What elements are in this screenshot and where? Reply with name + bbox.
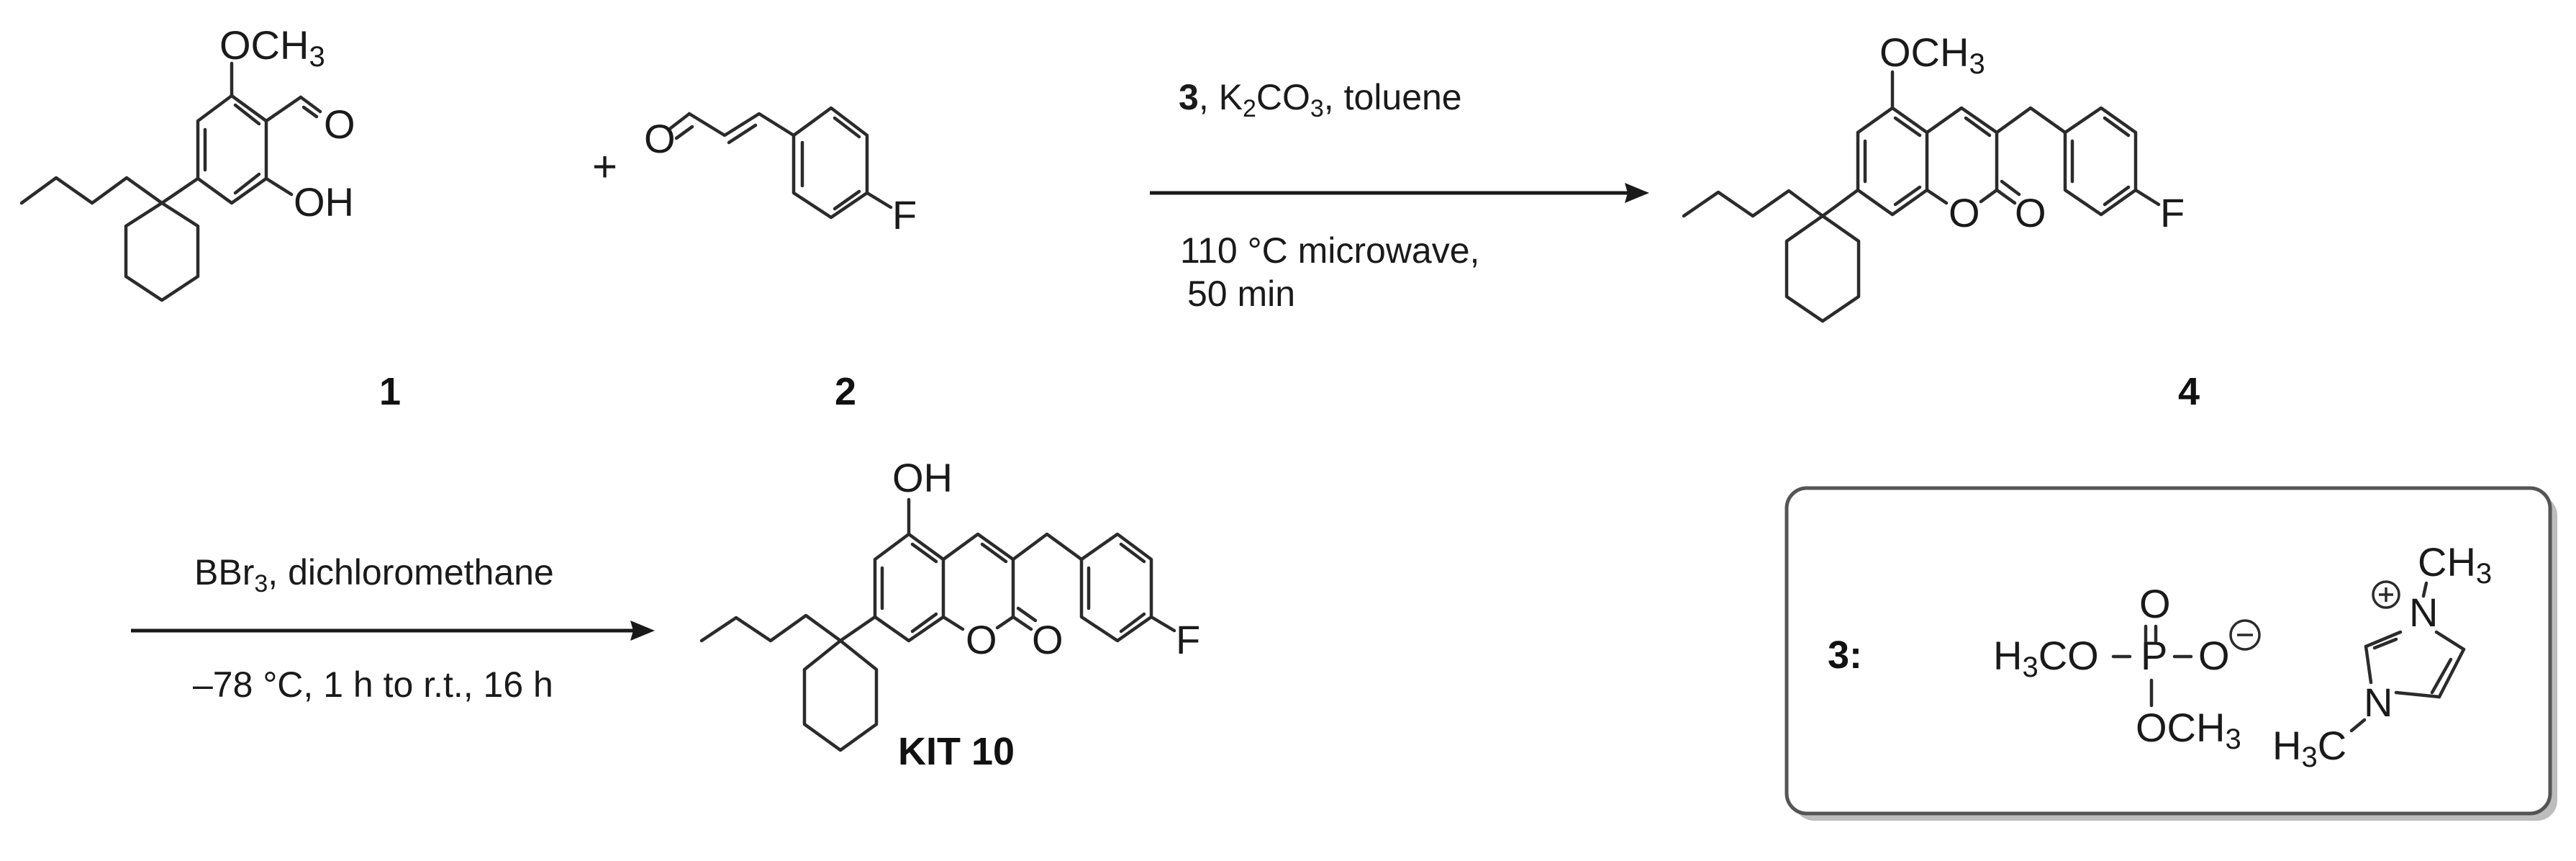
compound-4-structure — [1682, 70, 2161, 323]
negative-charge-icon — [2229, 619, 2261, 651]
c1-ome-label: OCH3 — [219, 22, 325, 73]
compound-2-label: 2 — [835, 370, 856, 413]
step1-conditions-above: 3, K2CO3, toluene — [1179, 77, 1462, 122]
dimethylphosphate-anion: H3CO P O O OCH3 — [1993, 581, 2261, 755]
c1-oh-label: OH — [294, 179, 354, 225]
step1-conditions-below-line1: 110 °C microwave, — [1180, 230, 1479, 271]
kit10-label: KIT 10 — [898, 730, 1015, 773]
step1-conditions-below-line2: 50 min — [1187, 274, 1295, 314]
anion-o-top: O — [2139, 581, 2171, 626]
positive-charge-icon — [2372, 580, 2400, 609]
anion-o-minus: O — [2198, 633, 2230, 678]
kit10-ring-oxygen: O — [966, 617, 997, 662]
c2-fluorine: F — [892, 192, 917, 238]
kit10-oh-label: OH — [892, 455, 953, 500]
cation-h3c: H3C — [2272, 723, 2346, 773]
compound-1-structure — [19, 61, 322, 302]
kit10-fluorine: F — [1176, 617, 1200, 662]
reagent-3-label: 3: — [1828, 634, 1862, 677]
plus-sign: + — [592, 143, 617, 191]
c4-carbonyl-oxygen: O — [2015, 190, 2046, 235]
compound-4-label: 4 — [2178, 370, 2200, 413]
anion-ome: OCH3 — [2136, 705, 2241, 755]
c4-ring-oxygen: O — [1949, 190, 1980, 235]
step2-conditions-below: –78 °C, 1 h to r.t., 16 h — [193, 664, 553, 705]
kit10-carbonyl-oxygen: O — [1032, 617, 1063, 662]
dimethylimidazolium-cation: N N CH3 H3C — [2272, 539, 2492, 773]
c2-aldehyde-o: O — [644, 116, 676, 161]
arrowhead-1-icon — [1625, 183, 1649, 203]
step2-conditions-above: BBr3, dichloromethane — [194, 552, 554, 598]
arrowhead-2-icon — [630, 621, 655, 641]
anion-h3co: H3CO — [1993, 633, 2099, 683]
compound-1-label: 1 — [379, 370, 401, 413]
c1-aldehyde-o: O — [324, 102, 355, 147]
c4-ome-label: OCH3 — [1879, 30, 1985, 80]
compound-2-structure — [668, 106, 893, 220]
cation-n3: N — [2364, 680, 2393, 725]
kit10-structure — [699, 497, 1176, 752]
c4-fluorine: F — [2160, 190, 2185, 235]
reagent-3-box — [1784, 486, 2557, 821]
cation-ch3-top: CH3 — [2418, 539, 2492, 590]
